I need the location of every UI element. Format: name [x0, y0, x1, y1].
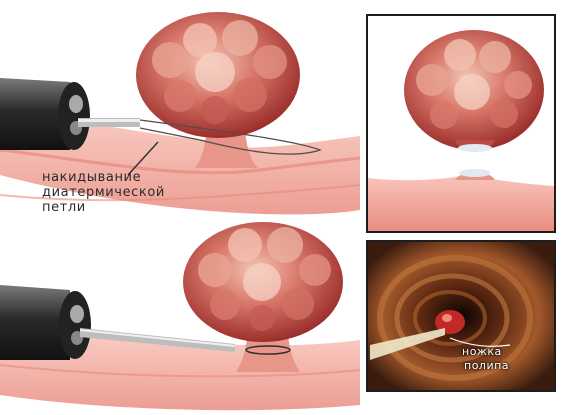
snare-caption-line-2: диатермической	[42, 185, 242, 200]
inset-top-frame	[366, 14, 556, 233]
snare-caption-line-3: петли	[42, 200, 242, 215]
polyp-bottom	[183, 222, 343, 342]
bottom-scene	[0, 222, 360, 410]
snare-caption-line-1: накидывание	[42, 170, 242, 185]
polyp-top	[136, 12, 300, 138]
stalk-caption: ножка полипа	[462, 345, 509, 373]
snare-caption: накидывание диатермической петли	[42, 170, 242, 215]
inset-bottom-frame	[366, 240, 556, 392]
stalk-caption-line-1: ножка	[462, 345, 509, 359]
stalk-caption-line-2: полипа	[464, 359, 509, 373]
